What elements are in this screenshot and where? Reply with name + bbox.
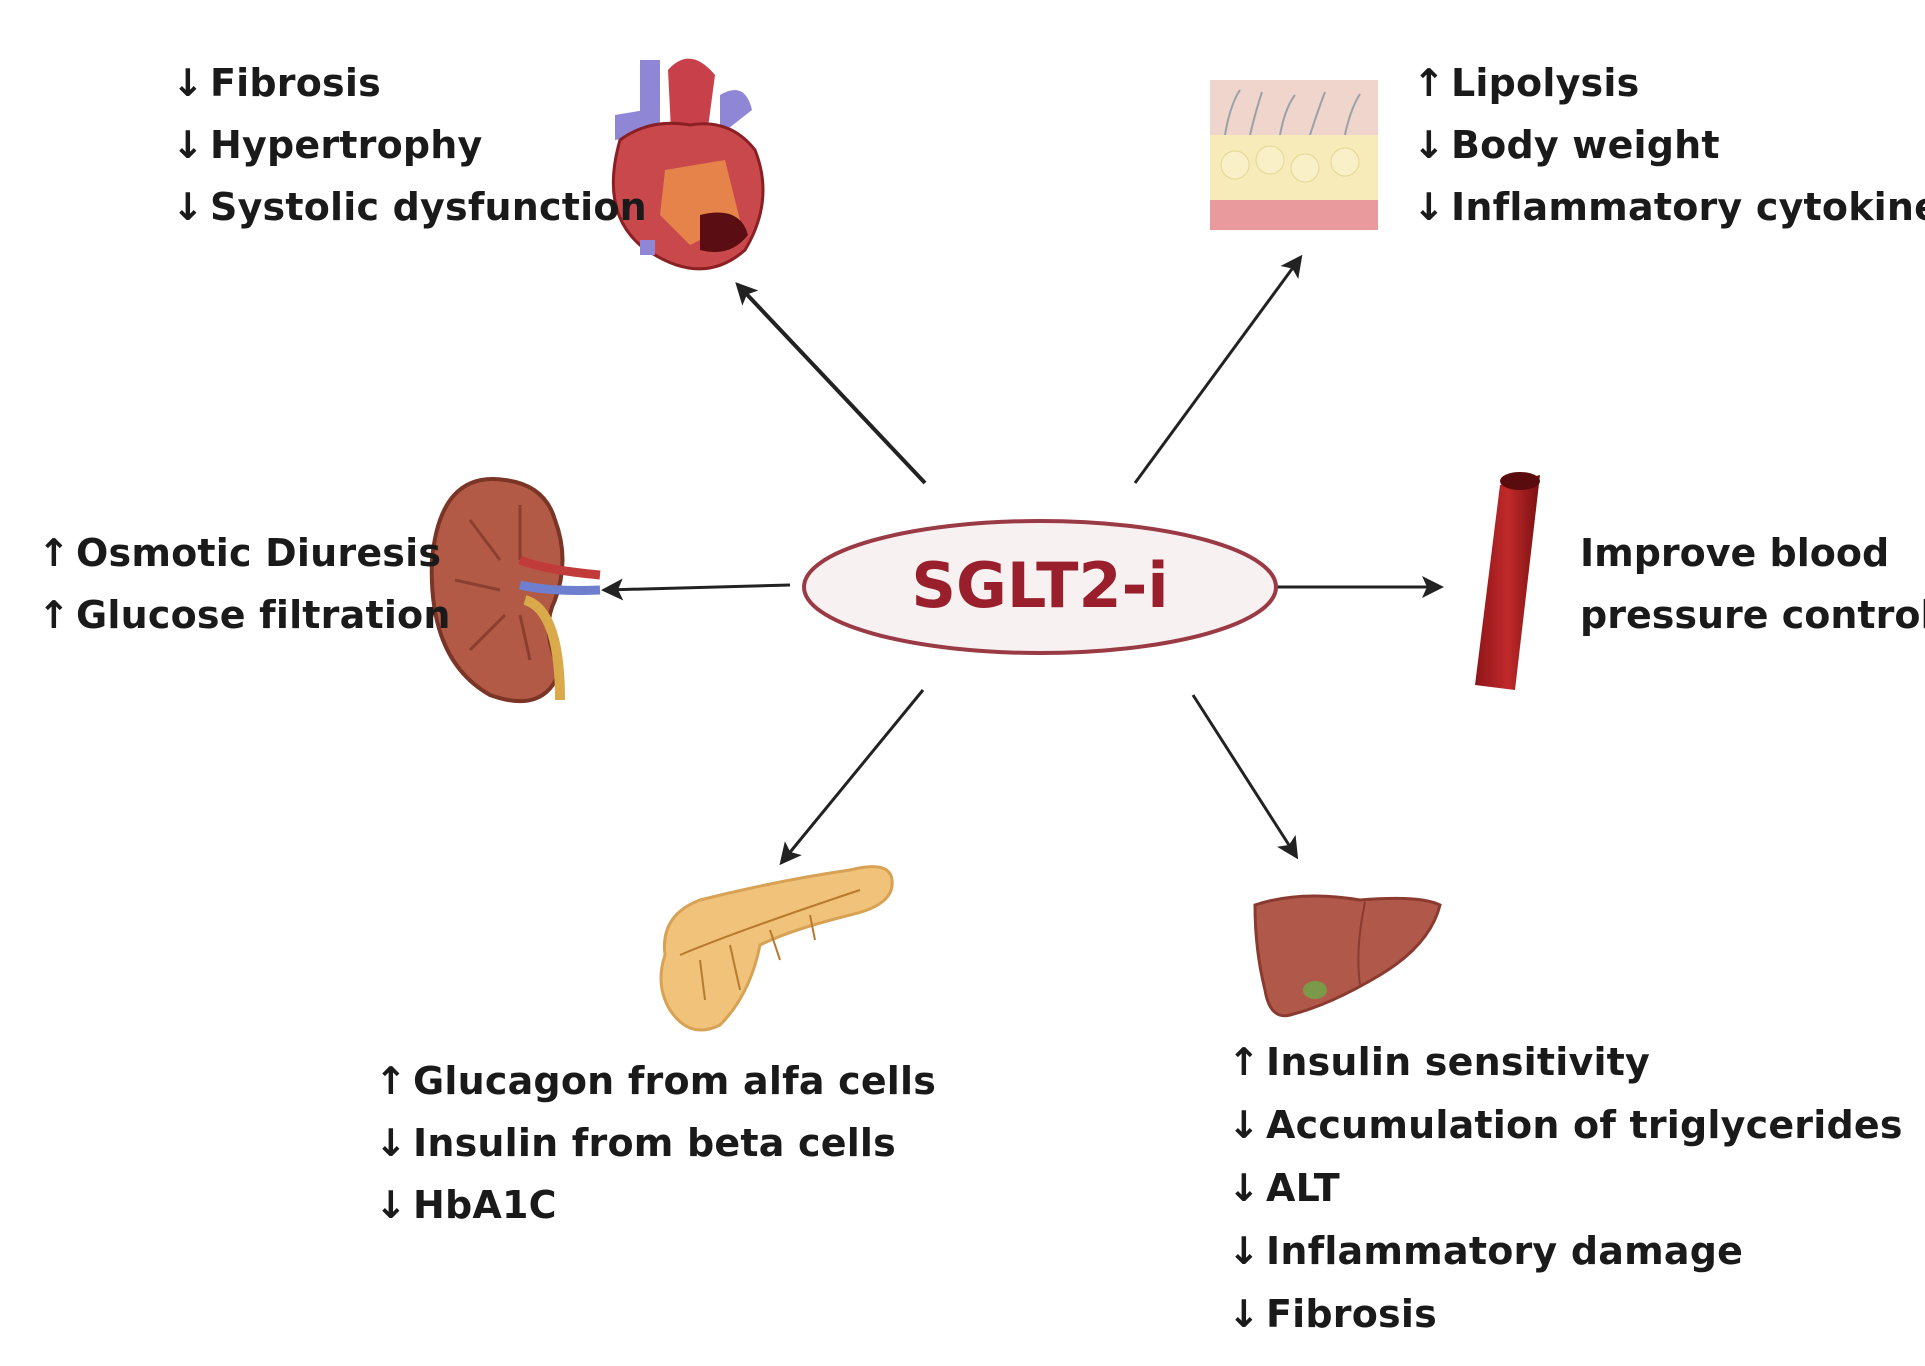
liver-icon bbox=[1253, 894, 1442, 1018]
heart-effect-text: Fibrosis bbox=[210, 61, 381, 105]
heart-effect-item: ↓Systolic dysfunction bbox=[172, 176, 647, 238]
liver-effect-text: ALT bbox=[1266, 1165, 1340, 1210]
center-ellipse bbox=[802, 519, 1278, 655]
liver-effect-text: Fibrosis bbox=[1266, 1291, 1437, 1336]
down-arrow-icon: ↓ bbox=[172, 61, 205, 105]
liver-effect-item: ↓ALT bbox=[1228, 1156, 1903, 1219]
pancreas-effect-text: Insulin from beta cells bbox=[413, 1121, 896, 1165]
arrow-to-adipose bbox=[1133, 254, 1303, 484]
pancreas-effect-text: HbA1C bbox=[413, 1183, 557, 1227]
kidney-effect-text: Osmotic Diuresis bbox=[76, 531, 442, 575]
down-arrow-icon: ↓ bbox=[1228, 1165, 1261, 1210]
arrow-to-liver bbox=[1191, 694, 1299, 860]
down-arrow-icon: ↓ bbox=[1228, 1228, 1261, 1273]
liver-effect-text: Inflammatory damage bbox=[1266, 1228, 1744, 1273]
pancreas-effect-item: ↑Glucagon from alfa cells bbox=[375, 1050, 936, 1112]
liver-effect-item: ↓Fibrosis bbox=[1228, 1282, 1903, 1345]
kidney-effect-item: ↑Osmotic Diuresis bbox=[38, 522, 451, 584]
heart-effect-text: Hypertrophy bbox=[210, 123, 483, 167]
pancreas-effect-text: Glucagon from alfa cells bbox=[413, 1059, 937, 1103]
liver-effect-item: ↓Inflammatory damage bbox=[1228, 1219, 1903, 1282]
pancreas-effect-item: ↓Insulin from beta cells bbox=[375, 1112, 936, 1174]
up-arrow-icon: ↑ bbox=[38, 593, 71, 637]
arrow-to-kidney bbox=[601, 578, 791, 601]
kidney-effects-list: ↑Osmotic Diuresis↑Glucose filtration bbox=[38, 522, 451, 646]
down-arrow-icon: ↓ bbox=[172, 185, 205, 229]
up-arrow-icon: ↑ bbox=[1228, 1039, 1261, 1084]
center-label: SGLT2-i bbox=[911, 549, 1168, 622]
liver-effect-item: ↑Insulin sensitivity bbox=[1228, 1030, 1903, 1093]
down-arrow-icon: ↓ bbox=[172, 123, 205, 167]
heart-effect-text: Systolic dysfunction bbox=[210, 185, 647, 229]
blood-vessel-icon bbox=[1475, 472, 1540, 690]
down-arrow-icon: ↓ bbox=[1413, 185, 1446, 229]
vessel-text-line-1: Improve blood bbox=[1580, 531, 1890, 575]
pancreas-effect-item: ↓HbA1C bbox=[375, 1174, 936, 1236]
adipose-effect-text: Body weight bbox=[1451, 123, 1720, 167]
adipose-effect-text: Lipolysis bbox=[1451, 61, 1640, 105]
adipose-effect-item: ↓Inflammatory cytokines bbox=[1413, 176, 1925, 238]
down-arrow-icon: ↓ bbox=[1413, 123, 1446, 167]
up-arrow-icon: ↑ bbox=[375, 1059, 408, 1103]
heart-effects-list: ↓Fibrosis↓Hypertrophy↓Systolic dysfuncti… bbox=[172, 52, 647, 238]
heart-icon bbox=[611, 58, 765, 271]
liver-effects-list: ↑Insulin sensitivity↓Accumulation of tri… bbox=[1228, 1030, 1903, 1345]
down-arrow-icon: ↓ bbox=[1228, 1102, 1261, 1147]
up-arrow-icon: ↑ bbox=[1413, 61, 1446, 105]
pancreas-icon bbox=[659, 865, 894, 1032]
pancreas-effects-list: ↑Glucagon from alfa cells↓Insulin from b… bbox=[375, 1050, 936, 1236]
kidney-effect-text: Glucose filtration bbox=[76, 593, 451, 637]
heart-effect-item: ↓Fibrosis bbox=[172, 52, 647, 114]
adipose-tissue-icon bbox=[1210, 80, 1378, 230]
kidney-icon bbox=[429, 477, 601, 704]
up-arrow-icon: ↑ bbox=[38, 531, 71, 575]
liver-effect-text: Insulin sensitivity bbox=[1266, 1039, 1651, 1084]
adipose-effect-text: Inflammatory cytokines bbox=[1451, 185, 1925, 229]
vessel-text-line-2: pressure control bbox=[1580, 593, 1925, 637]
liver-effect-item: ↓Accumulation of triglycerides bbox=[1228, 1093, 1903, 1156]
down-arrow-icon: ↓ bbox=[1228, 1291, 1261, 1336]
down-arrow-icon: ↓ bbox=[375, 1121, 408, 1165]
adipose-effect-item: ↑Lipolysis bbox=[1413, 52, 1925, 114]
liver-effect-text: Accumulation of triglycerides bbox=[1266, 1102, 1903, 1147]
down-arrow-icon: ↓ bbox=[375, 1183, 408, 1227]
arrow-to-heart bbox=[735, 282, 927, 485]
adipose-effect-item: ↓Body weight bbox=[1413, 114, 1925, 176]
kidney-effect-item: ↑Glucose filtration bbox=[38, 584, 451, 646]
adipose-effects-list: ↑Lipolysis↓Body weight↓Inflammatory cyto… bbox=[1413, 52, 1925, 238]
heart-effect-item: ↓Hypertrophy bbox=[172, 114, 647, 176]
arrow-to-pancreas bbox=[779, 689, 925, 866]
